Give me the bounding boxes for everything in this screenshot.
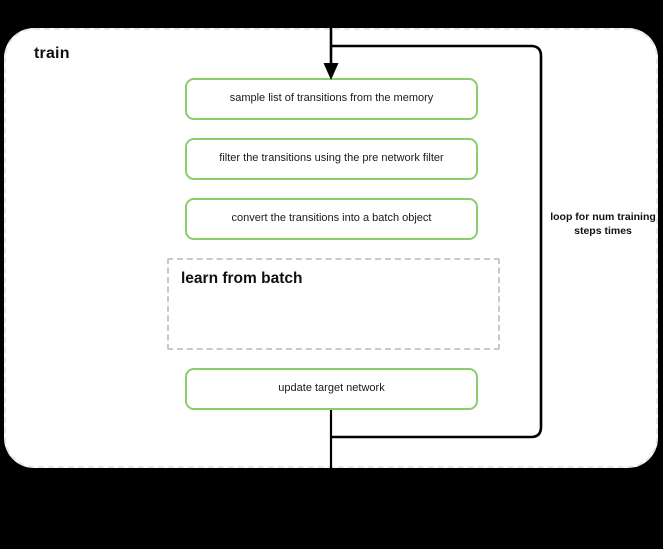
step-label: update target network	[278, 382, 385, 395]
subprocess-label: learn from batch	[181, 270, 303, 287]
step-label: convert the transitions into a batch obj…	[231, 212, 432, 225]
step-node-convert[interactable]: convert the transitions into a batch obj…	[185, 198, 478, 240]
step-node-filter[interactable]: filter the transitions using the pre net…	[185, 138, 478, 180]
step-label: sample list of transitions from the memo…	[229, 92, 434, 105]
subprocess-node-learn-from-batch[interactable]: learn from batch	[167, 258, 500, 350]
page-title: train	[34, 45, 70, 62]
step-node-update-target-network[interactable]: update target network	[185, 368, 478, 410]
step-label: filter the transitions using the pre net…	[219, 152, 444, 165]
step-node-sample[interactable]: sample list of transitions from the memo…	[185, 78, 478, 120]
loop-annotation-label: loop for num training steps times	[550, 211, 656, 237]
